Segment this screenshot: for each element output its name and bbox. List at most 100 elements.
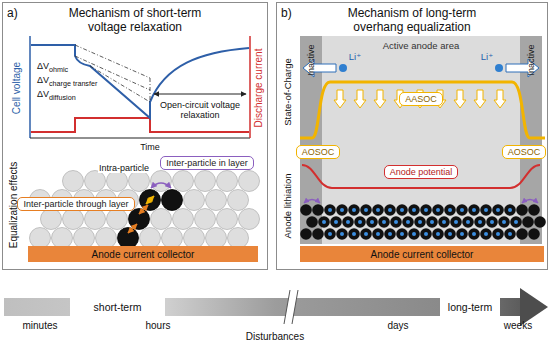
particle (85, 171, 106, 192)
subscript: charge transfer (49, 79, 97, 88)
axis-label: State-of-Charge (283, 58, 294, 126)
lithium-dot (508, 208, 512, 212)
through-layer-arrow (128, 224, 137, 233)
soc-flow-arrow (494, 90, 506, 108)
axis-break (284, 290, 290, 324)
soc-flow-arrow (474, 90, 486, 108)
axis-break (284, 290, 298, 324)
timeline-bar (4, 298, 520, 316)
in-layer-arrow (304, 200, 320, 204)
current-trace (31, 118, 249, 132)
callout-box: Inter-particle through layer (17, 197, 134, 212)
axis-label: Cell voltage (11, 62, 23, 114)
lithium-dot (484, 208, 488, 212)
axis-label: Discharge current (253, 49, 265, 128)
lithium-dot (328, 232, 332, 236)
particle (372, 204, 384, 216)
particle (528, 228, 540, 240)
node-text: long-term (448, 301, 492, 313)
particle (384, 204, 396, 216)
particle-layer (300, 204, 546, 240)
timeline-segment: short-term (70, 298, 165, 316)
particle (516, 228, 528, 240)
particle (498, 216, 510, 228)
particle (474, 216, 486, 228)
particle (372, 228, 384, 240)
soc-curve (300, 82, 545, 138)
current-collector: Anode current collector (28, 246, 258, 262)
particle (438, 216, 450, 228)
time-label: minutes (22, 320, 57, 332)
current-axis (249, 36, 251, 138)
voltage-drop-label: ΔVdiffusion (36, 89, 77, 99)
particle (324, 228, 336, 240)
particle (300, 204, 312, 216)
node-text: AOSOC (302, 147, 335, 158)
particle (336, 204, 348, 216)
particle (432, 204, 444, 216)
particle (173, 209, 194, 230)
particle (462, 216, 474, 228)
soc-flow-arrow (454, 90, 466, 108)
relaxation-arrow (154, 94, 246, 95)
particle (41, 209, 62, 230)
soc-flow-arrow (334, 90, 346, 108)
lithium-dot (328, 208, 332, 212)
particle (348, 204, 360, 216)
particle (456, 204, 468, 216)
particle (107, 171, 128, 192)
projection-line (150, 78, 151, 102)
particle (360, 204, 372, 216)
particle (420, 228, 432, 240)
soc-arrows (334, 90, 506, 108)
particle (85, 209, 106, 230)
particle (516, 204, 528, 216)
particle (408, 204, 420, 216)
panel: a)Mechanism of short-term voltage relaxa… (2, 2, 268, 270)
soc-box: AOSOC (502, 145, 547, 160)
particle (450, 216, 462, 228)
region-label: Active anode area (383, 41, 460, 52)
lithium-dot (424, 232, 428, 236)
in-layer-arrow (522, 200, 538, 204)
lithium-dot (502, 220, 506, 224)
particle (420, 204, 432, 216)
particle (63, 171, 84, 192)
particle (402, 216, 414, 228)
region-label: Inactive (306, 44, 316, 75)
particle (129, 209, 150, 230)
particle (300, 228, 312, 240)
lithium-dot (442, 220, 446, 224)
particle (342, 216, 354, 228)
particle (426, 216, 438, 228)
lithium-dot (340, 232, 344, 236)
in-layer-arrow (151, 183, 171, 188)
particle (504, 204, 516, 216)
particle (366, 216, 378, 228)
particle (444, 228, 456, 240)
soc-box: AOSOC (296, 145, 341, 160)
lithium-dot (322, 220, 326, 224)
particle (432, 228, 444, 240)
lithium-dot (496, 232, 500, 236)
lithium-dot (514, 220, 518, 224)
particle (195, 209, 216, 230)
particle (360, 228, 372, 240)
panel-letter: a) (7, 6, 18, 20)
node-text: Anode potential (390, 167, 453, 178)
lithium-dot (370, 220, 374, 224)
particle (239, 171, 260, 192)
particle (206, 190, 227, 211)
particle (378, 216, 390, 228)
soc-flow-arrow (354, 90, 366, 108)
lithium-dot (472, 208, 476, 212)
soc-flow-arrow (374, 90, 386, 108)
lithium-dot (334, 220, 338, 224)
lithium-dot (478, 220, 482, 224)
projection-line (90, 66, 150, 102)
lithium-dot (460, 232, 464, 236)
timeline-segment: long-term (440, 298, 500, 316)
anode-sketch (300, 36, 546, 244)
lithium-dot (400, 208, 404, 212)
voltage-axis (29, 36, 31, 138)
